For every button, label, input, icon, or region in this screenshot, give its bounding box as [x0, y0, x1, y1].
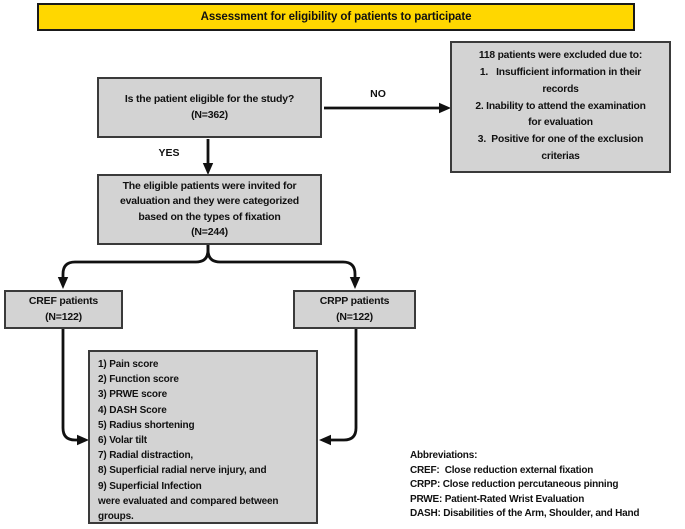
invited-patients-box: The eligible patients were invited for e… [97, 174, 322, 245]
outcome-item: 6) Volar tilt [98, 434, 147, 446]
outcome-item: 7) Radial distraction, [98, 450, 194, 462]
invited-n-value: (N=244) [191, 225, 228, 238]
abbreviation-line: DASH: Disabilities of the Arm, Shoulder,… [410, 508, 640, 520]
invited-text-line: The eligible patients were invited for [122, 180, 297, 193]
eligibility-question-text: Is the patient eligible for the study? [124, 93, 295, 106]
arrow-crpp-to-outcomes [319, 329, 358, 446]
abbreviation-line: CRPP: Close reduction percutaneous pinni… [410, 479, 619, 491]
invited-text-line: based on the types of fixation [138, 210, 281, 223]
excluded-patients-box: 118 patients were excluded due to: 1. In… [450, 41, 671, 173]
outcome-item: 8) Superficial radial nerve injury, and [98, 465, 267, 477]
outcome-item: 5) Radius shortening [98, 419, 195, 431]
cref-group-label: CREF patients [28, 295, 99, 308]
eligibility-n-value: (N=362) [191, 108, 228, 121]
excluded-reason-line: criterias [541, 151, 580, 163]
outcomes-footer-line: were evaluated and compared between [98, 495, 279, 507]
excluded-reason-line: 3. Positive for one of the exclusion [477, 134, 644, 146]
abbreviations-title: Abbreviations: [410, 450, 478, 461]
outcomes-footer-line: groups. [98, 510, 134, 522]
excluded-title: 118 patients were excluded due to: [478, 49, 643, 61]
invited-text-line: evaluation and they were categorized [120, 195, 299, 208]
outcome-item: 2) Function score [98, 374, 179, 386]
title-banner-text: Assessment for eligibility of patients t… [200, 11, 472, 23]
abbreviation-line: PRWE: Patient-Rated Wrist Evaluation [410, 493, 585, 505]
arrow-cref-to-outcomes [61, 329, 89, 446]
arrow-branch-left [57, 245, 210, 289]
yes-branch-label: YES [158, 147, 180, 159]
outcome-item: 4) DASH Score [98, 404, 167, 416]
excluded-reason-line: 1. Insufficient information in their [479, 66, 642, 78]
crpp-group-box: CRPP patients (N=122) [293, 290, 416, 329]
outcome-item: 1) Pain score [98, 359, 159, 370]
arrow-branch-right [206, 245, 361, 289]
excluded-reason-line: records [542, 83, 579, 95]
cref-group-box: CREF patients (N=122) [4, 290, 123, 329]
outcome-item: 9) Superficial Infection [98, 480, 202, 492]
excluded-reason-line: 2. Inability to attend the examination [475, 100, 646, 112]
arrow-no [324, 102, 451, 114]
title-banner: Assessment for eligibility of patients t… [37, 3, 635, 31]
crpp-group-label: CRPP patients [319, 295, 390, 308]
abbreviation-line: CREF: Close reduction external fixation [410, 464, 594, 476]
cref-n-value: (N=122) [45, 310, 82, 323]
crpp-n-value: (N=122) [336, 310, 373, 323]
outcomes-box: 1) Pain score 2) Function score 3) PRWE … [88, 350, 318, 524]
outcome-item: 3) PRWE score [98, 389, 168, 401]
no-branch-label: NO [370, 88, 386, 100]
excluded-reason-line: for evaluation [528, 117, 593, 129]
arrow-yes [202, 139, 214, 175]
eligibility-question-box: Is the patient eligible for the study? (… [97, 77, 322, 138]
abbreviations-legend: Abbreviations: CREF: Close reduction ext… [410, 449, 685, 522]
